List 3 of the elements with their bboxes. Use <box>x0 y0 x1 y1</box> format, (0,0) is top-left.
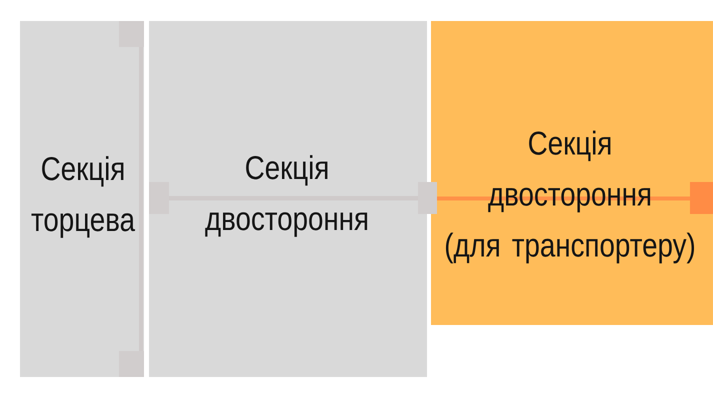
section-panel: Секція двостороння <box>149 21 427 377</box>
section-panel: Секція двостороння (для транспортеру) <box>431 21 713 325</box>
section-panel: Секція торцева <box>20 21 144 377</box>
